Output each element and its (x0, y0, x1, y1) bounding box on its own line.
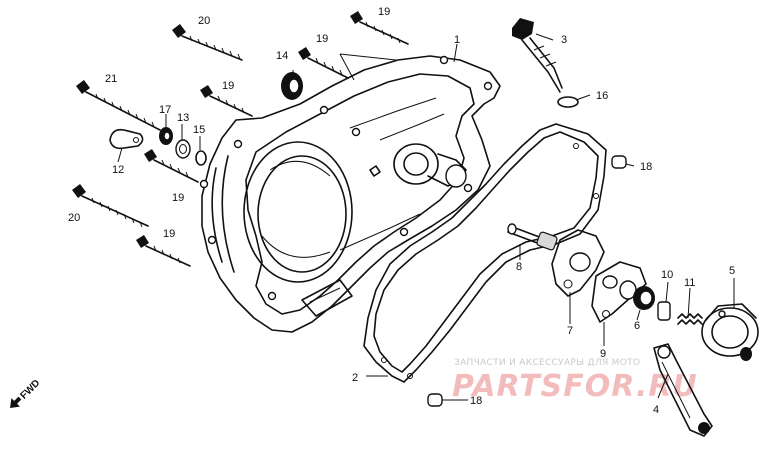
callout-14: 14 (276, 50, 288, 62)
callout-17: 17 (159, 104, 171, 116)
callout-7: 7 (567, 325, 573, 337)
callout-20-top: 20 (198, 15, 210, 27)
bolt-20-top (172, 24, 243, 61)
bolt-19-bottom (136, 235, 191, 267)
bolt-19-top (350, 11, 409, 45)
o-ring-16 (557, 96, 579, 108)
bolt-19-left (144, 149, 199, 183)
bolt-20-lower (72, 184, 149, 228)
callout-19-left: 19 (172, 192, 184, 204)
callout-21: 21 (105, 73, 117, 85)
forward-label: FWD (18, 378, 42, 402)
callout-9: 9 (600, 348, 606, 360)
washer-13 (175, 139, 191, 159)
dowel-pin-upper (611, 155, 627, 169)
bolt-21 (76, 80, 161, 131)
callout-8: 8 (516, 261, 522, 273)
dowel-pin-lower (427, 393, 443, 407)
callout-19-upper: 19 (316, 33, 328, 45)
callout-16: 16 (596, 90, 608, 102)
callout-13: 13 (177, 112, 189, 124)
callout-5: 5 (729, 265, 735, 277)
callout-19-mid: 19 (222, 80, 234, 92)
forward-direction-indicator: FWD (10, 378, 42, 408)
bolt-19-mid (200, 85, 253, 117)
leader-lines (117, 33, 735, 401)
callout-10: 10 (661, 269, 673, 281)
callout-20-lower: 20 (68, 212, 80, 224)
bushing-6 (633, 286, 655, 310)
pin-10 (657, 301, 671, 321)
bolt-19-upper (298, 47, 349, 79)
callout-19-top: 19 (378, 6, 390, 18)
oil-filler-cap (512, 18, 563, 93)
callout-2: 2 (352, 372, 358, 384)
kickstart-housing-5 (701, 303, 759, 361)
watermark-brand: PARTSFOR.RU (452, 369, 698, 404)
callout-11: 11 (684, 277, 695, 289)
callout-4: 4 (653, 404, 659, 416)
washer-17 (159, 127, 173, 145)
callout-12: 12 (112, 164, 124, 176)
callout-3: 3 (561, 34, 567, 46)
oil-seal-14 (281, 72, 303, 100)
crankcase-cover (199, 55, 501, 333)
callout-6: 6 (634, 320, 640, 332)
callout-18-lower: 18 (470, 395, 482, 407)
spring-11 (677, 313, 703, 325)
cable-clamp-12 (109, 128, 144, 150)
kick-arm-4 (653, 343, 713, 437)
washer-15 (195, 150, 207, 166)
cover-gasket (363, 123, 607, 383)
watermark-caption: ЗАПЧАСТИ И АКСЕССУАРЫ ДЛЯ МОТО (454, 358, 640, 368)
callout-19-bottom: 19 (163, 228, 175, 240)
lifter-plate-7 (551, 229, 605, 297)
lifter-shaft-8 (507, 223, 558, 251)
callout-15: 15 (193, 124, 205, 136)
callout-1: 1 (454, 34, 460, 46)
callout-18-upper: 18 (640, 161, 652, 173)
